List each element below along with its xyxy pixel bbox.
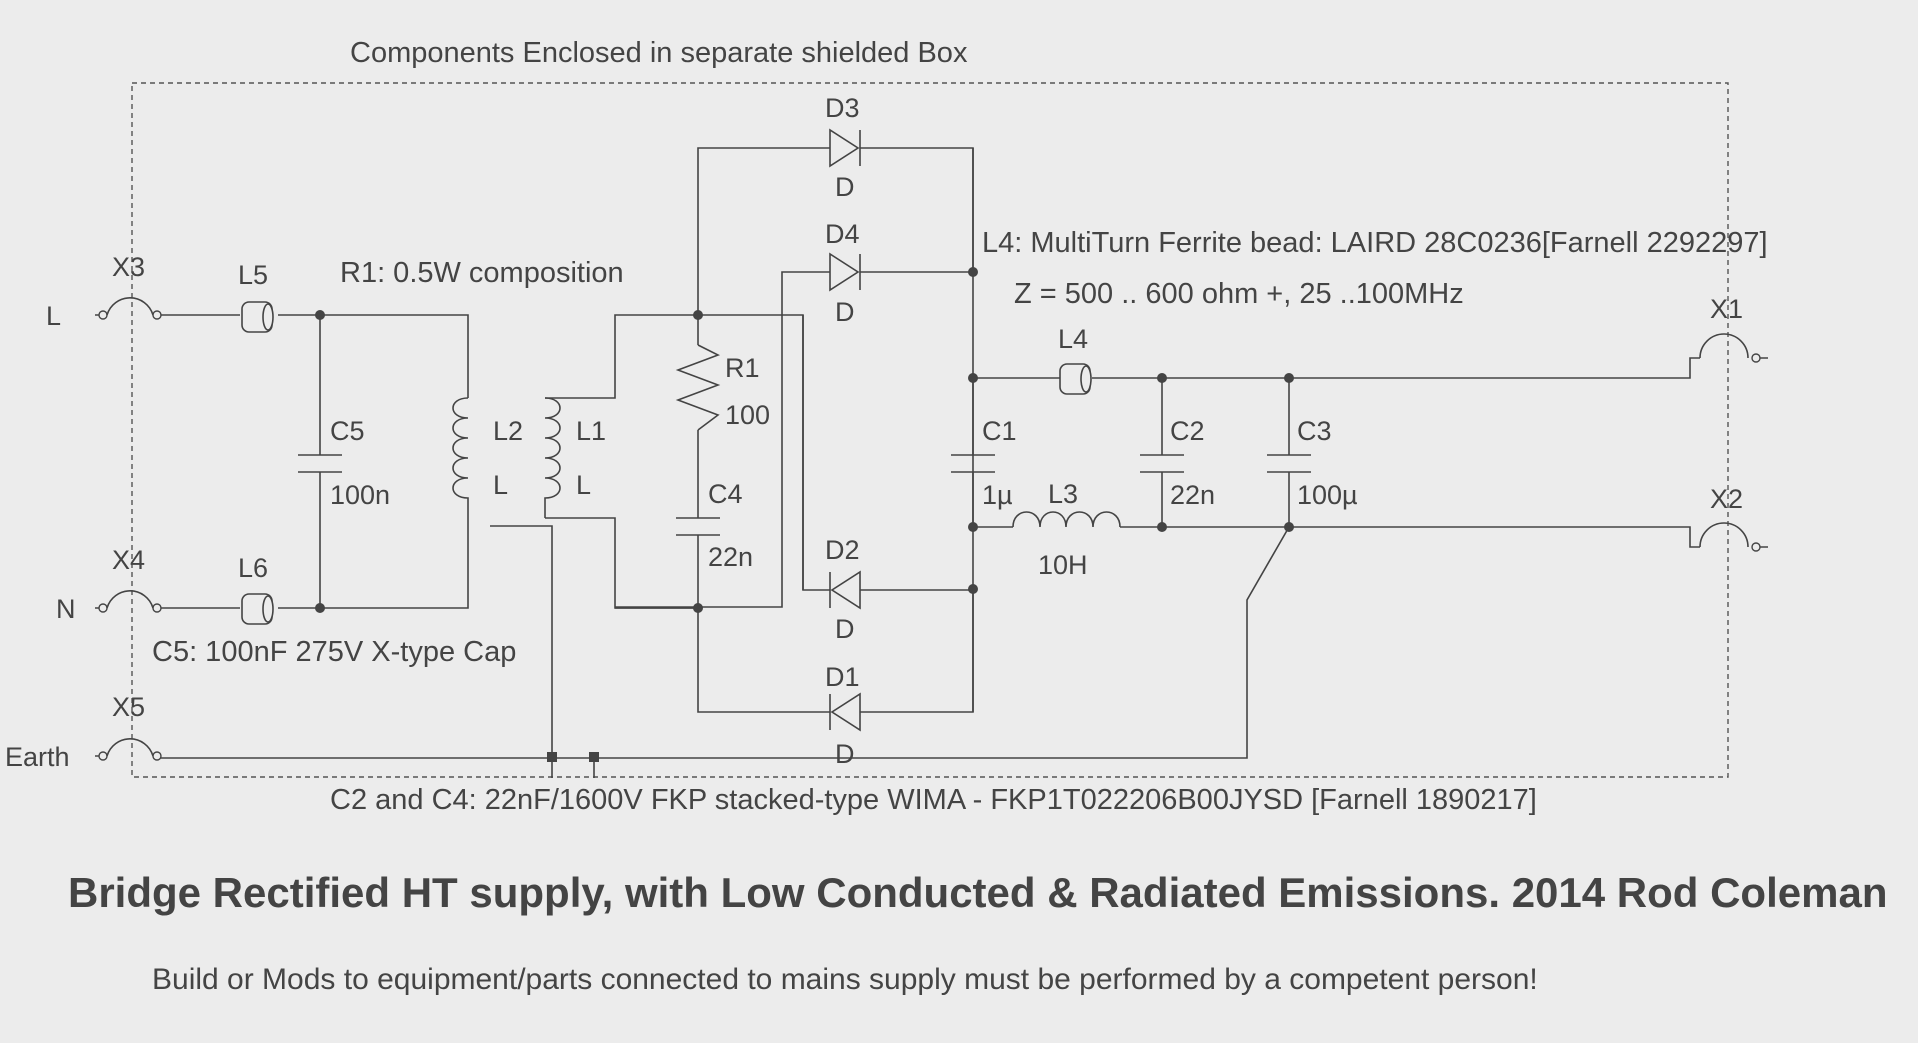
diode-d3	[829, 128, 861, 168]
net-label-n: N	[56, 594, 76, 624]
net-label-l: L	[46, 301, 61, 331]
shield-box-outline	[131, 82, 1729, 778]
label-l5: L5	[238, 260, 268, 290]
label-d4: D4	[825, 219, 860, 249]
net-label-earth: Earth	[5, 742, 70, 772]
note-r1: R1: 0.5W composition	[340, 257, 624, 289]
label-l6: L6	[238, 553, 268, 583]
label-l4: L4	[1058, 324, 1088, 354]
box-note: Components Enclosed in separate shielded…	[350, 37, 968, 69]
diode-d1	[829, 692, 861, 732]
connector-x3	[95, 297, 162, 320]
note-c2-c4: C2 and C4: 22nF/1600V FKP stacked-type W…	[330, 784, 1537, 816]
inductor-l1	[544, 397, 561, 518]
value-c2: 22n	[1170, 480, 1215, 510]
page-title: Bridge Rectified HT supply, with Low Con…	[68, 869, 1887, 916]
value-c5: 100n	[330, 480, 390, 510]
label-r1: R1	[725, 353, 760, 383]
connector-x2	[1699, 522, 1768, 552]
junction-dots	[315, 267, 1294, 762]
connector-x5	[95, 738, 162, 761]
value-d4: D	[835, 297, 855, 327]
ferrite-bead-l5	[241, 301, 274, 333]
inductor-l2	[452, 397, 469, 518]
capacitor-c2	[1140, 454, 1184, 473]
label-d1: D1	[825, 662, 860, 692]
connector-label-x5: X5	[112, 692, 145, 722]
note-l4-spec: Z = 500 .. 600 ohm +, 25 ..100MHz	[1014, 278, 1464, 310]
label-c1: C1	[982, 416, 1017, 446]
connector-label-x4: X4	[112, 545, 145, 575]
connector-label-x3: X3	[112, 252, 145, 282]
label-l2: L2	[493, 416, 523, 446]
label-l3: L3	[1048, 479, 1078, 509]
connector-label-x2: X2	[1710, 484, 1743, 514]
ferrite-bead-l4	[1059, 363, 1092, 395]
value-c4: 22n	[708, 542, 753, 572]
capacitor-c1	[951, 454, 995, 473]
safety-warning: Build or Mods to equipment/parts connect…	[152, 963, 1538, 996]
value-d1: D	[835, 739, 855, 769]
capacitor-c5	[298, 454, 342, 473]
capacitor-c3	[1267, 454, 1311, 473]
diode-d4	[829, 252, 861, 292]
connector-label-x1: X1	[1710, 294, 1743, 324]
label-c4: C4	[708, 479, 743, 509]
inductor-l3	[1012, 511, 1121, 528]
capacitor-c4	[676, 517, 720, 536]
value-c1: 1µ	[982, 480, 1013, 510]
label-c2: C2	[1170, 416, 1205, 446]
resistor-r1	[675, 344, 721, 431]
diode-d2	[829, 570, 861, 610]
value-l3: 10H	[1038, 550, 1088, 580]
value-d3: D	[835, 172, 855, 202]
note-c5: C5: 100nF 275V X-type Cap	[152, 636, 516, 668]
label-c3: C3	[1297, 416, 1332, 446]
label-d2: D2	[825, 535, 860, 565]
value-l2: L	[493, 470, 508, 500]
value-c3: 100µ	[1297, 480, 1358, 510]
label-l1: L1	[576, 416, 606, 446]
value-l1: L	[576, 470, 591, 500]
value-r1: 100	[725, 400, 770, 430]
value-d2: D	[835, 614, 855, 644]
label-c5: C5	[330, 416, 365, 446]
ferrite-bead-l6	[241, 593, 274, 625]
label-d3: D3	[825, 93, 860, 123]
connector-x4	[95, 590, 162, 613]
connector-x1	[1699, 333, 1768, 363]
note-l4-part: L4: MultiTurn Ferrite bead: LAIRD 28C023…	[982, 227, 1768, 259]
